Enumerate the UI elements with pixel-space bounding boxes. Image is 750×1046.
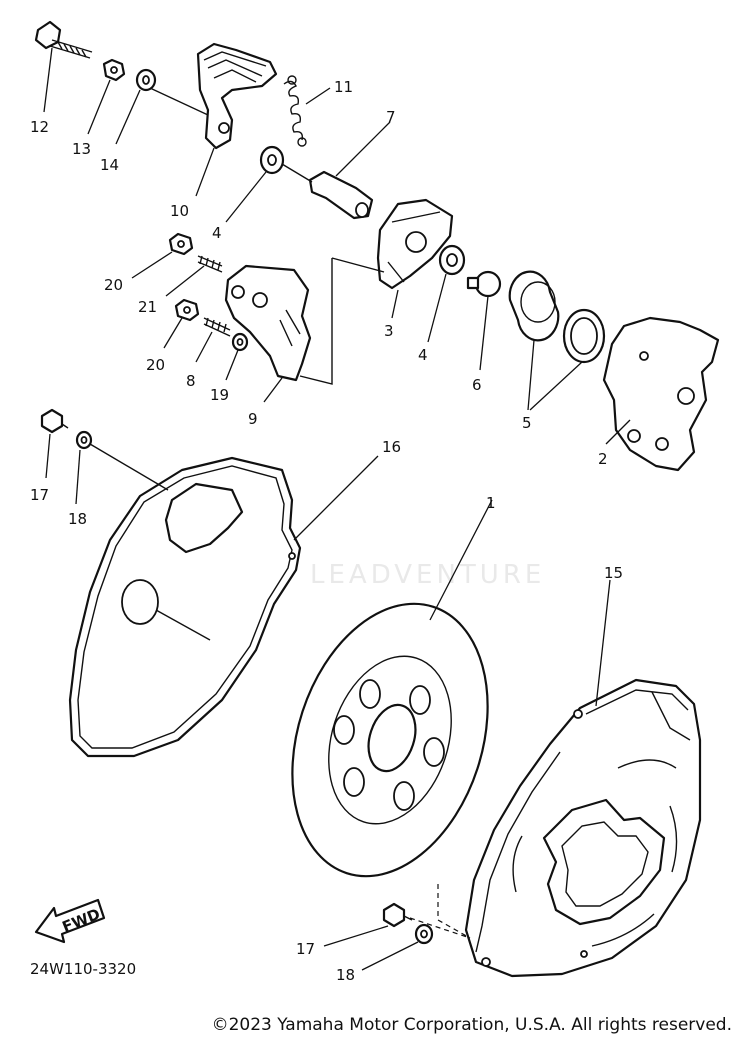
callout-1: 1 <box>486 494 496 512</box>
piston-6[interactable] <box>466 270 502 298</box>
callout-4-upper: 4 <box>212 224 222 242</box>
callout-4-lower: 4 <box>418 346 428 364</box>
bolt-8[interactable] <box>203 317 231 337</box>
stud-21[interactable] <box>197 255 223 273</box>
washer-14[interactable] <box>135 68 157 92</box>
callout-19: 19 <box>210 386 229 404</box>
nut-13[interactable] <box>102 58 126 82</box>
watermark: LEADVENTURE <box>310 560 546 590</box>
callout-21: 21 <box>138 298 157 316</box>
seal-4-lower[interactable] <box>438 244 466 276</box>
washer-18-lower[interactable] <box>414 923 434 945</box>
callout-6: 6 <box>472 376 482 394</box>
callout-14: 14 <box>100 156 119 174</box>
diagram-code: 24W110-3320 <box>30 960 136 978</box>
callout-20-lower: 20 <box>146 356 165 374</box>
disc-guard-15[interactable] <box>464 678 702 978</box>
callout-20-upper: 20 <box>104 276 123 294</box>
disc-cover-16[interactable] <box>68 456 302 758</box>
washer-19[interactable] <box>231 332 249 352</box>
callout-3: 3 <box>384 322 394 340</box>
cover-plate-3[interactable] <box>376 198 454 290</box>
brake-disc-1[interactable] <box>259 578 521 901</box>
callout-18-lower: 18 <box>336 966 355 984</box>
caliper-2[interactable] <box>602 316 720 472</box>
callout-8: 8 <box>186 372 196 390</box>
seals-5[interactable] <box>508 270 606 364</box>
spring-11[interactable] <box>283 75 307 147</box>
callout-17-lower: 17 <box>296 940 315 958</box>
callout-9: 9 <box>248 410 258 428</box>
washer-18-upper[interactable] <box>75 430 93 450</box>
callout-7: 7 <box>386 108 396 126</box>
callout-5: 5 <box>522 414 532 432</box>
nut-20-upper[interactable] <box>168 232 194 256</box>
callout-11: 11 <box>334 78 353 96</box>
parts-diagram: FWD 1 2 3 4 4 5 6 7 8 9 10 11 12 13 14 1… <box>30 20 720 984</box>
copyright-footer: ©2023 Yamaha Motor Corporation, U.S.A. A… <box>211 1015 732 1035</box>
screw-17-upper[interactable] <box>40 408 69 434</box>
callout-15: 15 <box>604 564 623 582</box>
pin-7[interactable] <box>308 170 374 220</box>
bracket-10[interactable] <box>196 42 278 150</box>
seal-4-upper[interactable] <box>259 145 285 175</box>
caliper-bracket-9[interactable] <box>224 264 312 382</box>
nut-20-lower[interactable] <box>174 298 200 322</box>
callout-12: 12 <box>30 118 49 136</box>
callout-16: 16 <box>382 438 401 456</box>
fwd-arrow-icon: FWD <box>34 898 106 944</box>
callout-10: 10 <box>170 202 189 220</box>
callout-13: 13 <box>72 140 91 158</box>
callout-2: 2 <box>598 450 608 468</box>
screw-17-lower[interactable] <box>382 902 413 928</box>
callout-18-upper: 18 <box>68 510 87 528</box>
callout-17-upper: 17 <box>30 486 49 504</box>
bolt-12[interactable] <box>34 20 93 59</box>
